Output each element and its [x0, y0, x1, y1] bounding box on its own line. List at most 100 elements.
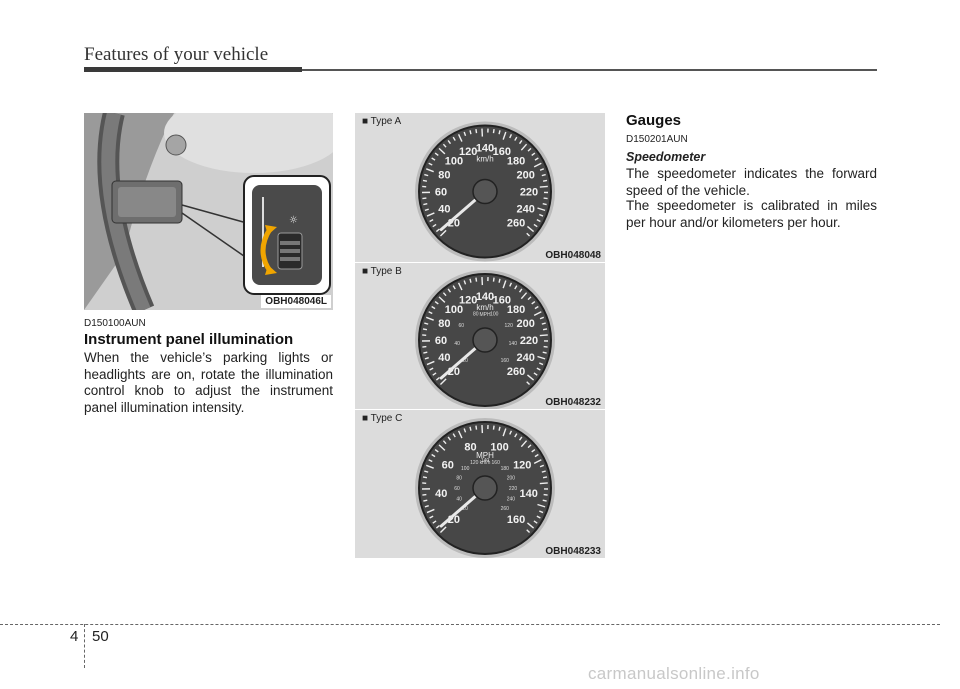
- gauge-tick-label: 100: [490, 441, 508, 453]
- gauge-tick: [539, 316, 545, 320]
- gauge-tick: [526, 529, 531, 534]
- gauge-tick-label: 140: [476, 143, 494, 155]
- gauge-tick: [518, 140, 523, 145]
- gauge-inner-tick-label: 80: [473, 312, 479, 318]
- gauge-tick: [536, 219, 541, 223]
- gauge-tick: [432, 520, 437, 524]
- gauge-inner-tick-label: 120: [505, 323, 514, 329]
- gauge-tick: [428, 162, 433, 166]
- gauge-tick: [447, 288, 452, 293]
- footer-divider: [84, 624, 85, 668]
- gauge-tick: [423, 499, 428, 502]
- gauge-inner-tick-label: 180: [501, 466, 510, 472]
- gauge-tick: [431, 305, 436, 310]
- gauge-tick: [425, 316, 434, 321]
- gauges-heading: Gauges: [626, 112, 682, 129]
- gauge-tick-label: 100: [445, 304, 463, 316]
- gauge-tick: [520, 143, 528, 151]
- gauge-tick: [457, 134, 463, 142]
- gauge-inner-tick-label: 40: [456, 497, 462, 503]
- gauge-tick: [518, 436, 523, 441]
- header-rule: [302, 69, 877, 71]
- gauge-inner-tick-label: 140: [481, 458, 490, 464]
- gauge-tick: [463, 131, 467, 137]
- gauge-tick: [447, 436, 452, 441]
- gauge-inner-unit: MPH: [479, 312, 491, 318]
- gauge-inner-tick-label: 40: [454, 341, 460, 347]
- gauge-tick: [429, 515, 434, 519]
- gauge-tick: [423, 351, 428, 354]
- gauge-tick: [426, 212, 435, 217]
- speedometer-subhead: Speedometer: [626, 150, 706, 164]
- gauge-tick: [542, 499, 547, 502]
- gauge-tick-label: 240: [516, 352, 534, 364]
- gauge-tick: [539, 482, 548, 485]
- gauge-tick-label: 140: [520, 488, 538, 500]
- gauge-hub: [472, 475, 498, 501]
- gauge-tick-label: 40: [438, 203, 450, 215]
- gauge-tick: [542, 351, 547, 354]
- gauges-code: D150201AUN: [626, 134, 688, 145]
- gauge-tick: [475, 277, 478, 282]
- gauge-tick: [435, 376, 440, 381]
- gauge-tick: [469, 278, 472, 283]
- gauge-hub: [472, 178, 498, 205]
- gauge-tick: [457, 282, 463, 291]
- gauge-tick: [422, 328, 428, 331]
- figure-label: OBH048048: [541, 249, 605, 262]
- gauge-inner-tick-label: 60: [454, 486, 460, 492]
- gauge-tick-label: 160: [493, 146, 511, 158]
- gauge-tick-label: 180: [507, 155, 525, 167]
- speedometer-body-1: The speedometer indicates the forward sp…: [626, 166, 877, 198]
- section-number: 4: [70, 628, 79, 645]
- gauge-tick: [434, 448, 439, 453]
- gauge-tick-label: 120: [459, 146, 477, 158]
- gauge-tick: [533, 372, 538, 376]
- gauge-tick-label: 60: [442, 460, 454, 472]
- gauge-tick: [428, 311, 433, 315]
- gauge-tick-label: 260: [507, 218, 525, 230]
- gauge-tick: [531, 300, 536, 305]
- gauge-tick: [475, 129, 478, 134]
- gauge-tick: [542, 179, 548, 182]
- gauge-inner-tick-label: 200: [507, 475, 516, 481]
- gauge-tick-label: 120: [459, 294, 477, 306]
- gauge-tick-label: 40: [438, 352, 450, 364]
- gauge-tick-label: 260: [507, 366, 525, 378]
- gauge-inner-tick-label: 20: [462, 506, 468, 512]
- watermark: carmanualsonline.info: [588, 664, 760, 683]
- gauge-tick: [439, 526, 447, 534]
- gauge-type-label: ■ Type C: [362, 413, 403, 424]
- gauge-tick: [428, 459, 433, 463]
- gauge-tick: [539, 168, 545, 171]
- gauge-tick: [438, 296, 446, 303]
- gauge-tick-label: 160: [493, 294, 511, 306]
- gauge-tick: [514, 285, 518, 290]
- gauge-tick: [452, 285, 456, 290]
- gauge-type-label: ■ Type A: [362, 116, 402, 127]
- gauge-tick: [422, 179, 428, 182]
- gauge-tick: [439, 229, 447, 237]
- gauge-unit: km/h: [476, 303, 493, 312]
- gauge-unit: MPH: [476, 451, 494, 460]
- gauge-tick: [424, 173, 429, 177]
- gauge-tick: [533, 162, 542, 168]
- gauge-tick: [542, 203, 547, 206]
- gauge-tick: [498, 426, 501, 431]
- gauge-inner-tick-label: 20: [462, 358, 468, 364]
- speedometer-body-2: The speedometer is calibrated in miles p…: [626, 198, 877, 230]
- gauge-tick: [539, 464, 545, 468]
- gauge-tick: [542, 476, 548, 479]
- gauge-tick: [452, 136, 456, 141]
- figure-label: OBH048233: [541, 545, 605, 558]
- gauge-tick: [520, 292, 528, 300]
- gauge-tick: [539, 334, 548, 337]
- gauge-tick: [431, 157, 436, 161]
- gauge-tick: [537, 207, 546, 212]
- gauge-unit: km/h: [476, 155, 493, 164]
- gauge-type-label: ■ Type B: [362, 266, 402, 277]
- gauge-tick: [442, 440, 447, 445]
